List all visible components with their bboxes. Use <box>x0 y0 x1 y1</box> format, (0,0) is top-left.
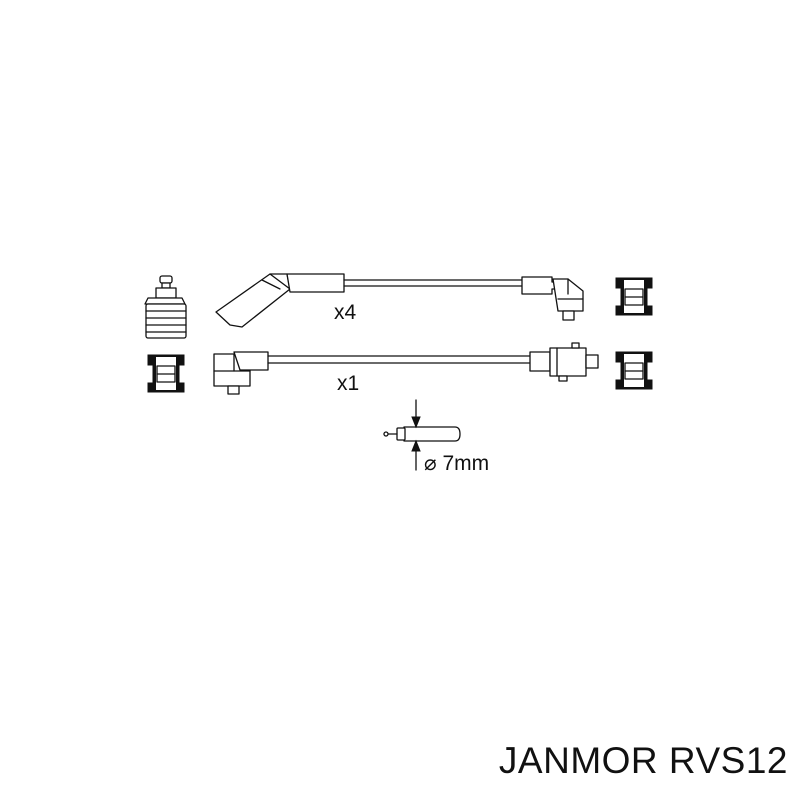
cable-diameter-detail <box>383 399 461 471</box>
quantity-label-x1: x1 <box>337 372 359 395</box>
diameter-label: ⌀ 7mm <box>424 452 489 475</box>
quantity-label-x4: x4 <box>334 301 357 324</box>
ignition-wire-x4 <box>215 273 584 328</box>
boot-cap-right-bottom <box>615 351 653 390</box>
part-number-caption: JANMOR RVS12 <box>498 740 788 781</box>
spark-plug-terminal <box>144 275 187 339</box>
boot-cap-left <box>147 354 185 393</box>
ignition-wire-x1 <box>213 342 599 395</box>
boot-cap-right-top <box>615 277 653 316</box>
